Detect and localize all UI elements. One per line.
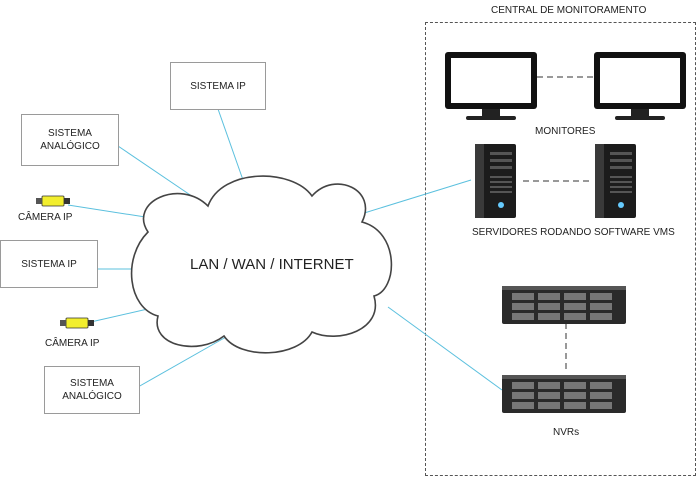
monitor-icon-left: [445, 52, 537, 120]
server-tower-icon-left: [475, 144, 516, 218]
ip-system-box-mid: SISTEMA IP: [0, 240, 98, 288]
network-cloud: [130, 175, 393, 354]
nvr-rack-icon-top: [502, 286, 626, 324]
link-ip-system-top: [217, 108, 244, 181]
servers-label: SERVIDORES RODANDO SOFTWARE VMS: [472, 227, 675, 238]
ip-camera-icon-top: [36, 195, 70, 207]
ip-camera-label-top: CÂMERA IP: [18, 212, 73, 223]
link-servers: [360, 179, 472, 215]
server-tower-icon-right: [595, 144, 636, 218]
link-nvrs: [387, 306, 503, 391]
link-analog-bottom: [137, 336, 227, 388]
nvr-rack-icon-bottom: [502, 375, 626, 413]
monitors-label: MONITORES: [535, 126, 596, 137]
monitor-icon-right: [594, 52, 686, 120]
ip-camera-label-bottom: CÂMERA IP: [45, 338, 100, 349]
analog-system-box-bottom: SISTEMA ANALÓGICO: [44, 366, 140, 414]
monitoring-central-title: CENTRAL DE MONITORAMENTO: [491, 5, 647, 16]
network-label: LAN / WAN / INTERNET: [190, 256, 354, 273]
ip-camera-icon-bottom: [60, 317, 94, 329]
monitoring-central-frame: [425, 22, 696, 476]
analog-system-box-top: SISTEMA ANALÓGICO: [21, 114, 119, 166]
nvrs-label: NVRs: [553, 427, 580, 438]
ip-system-box-top: SISTEMA IP: [170, 62, 266, 110]
